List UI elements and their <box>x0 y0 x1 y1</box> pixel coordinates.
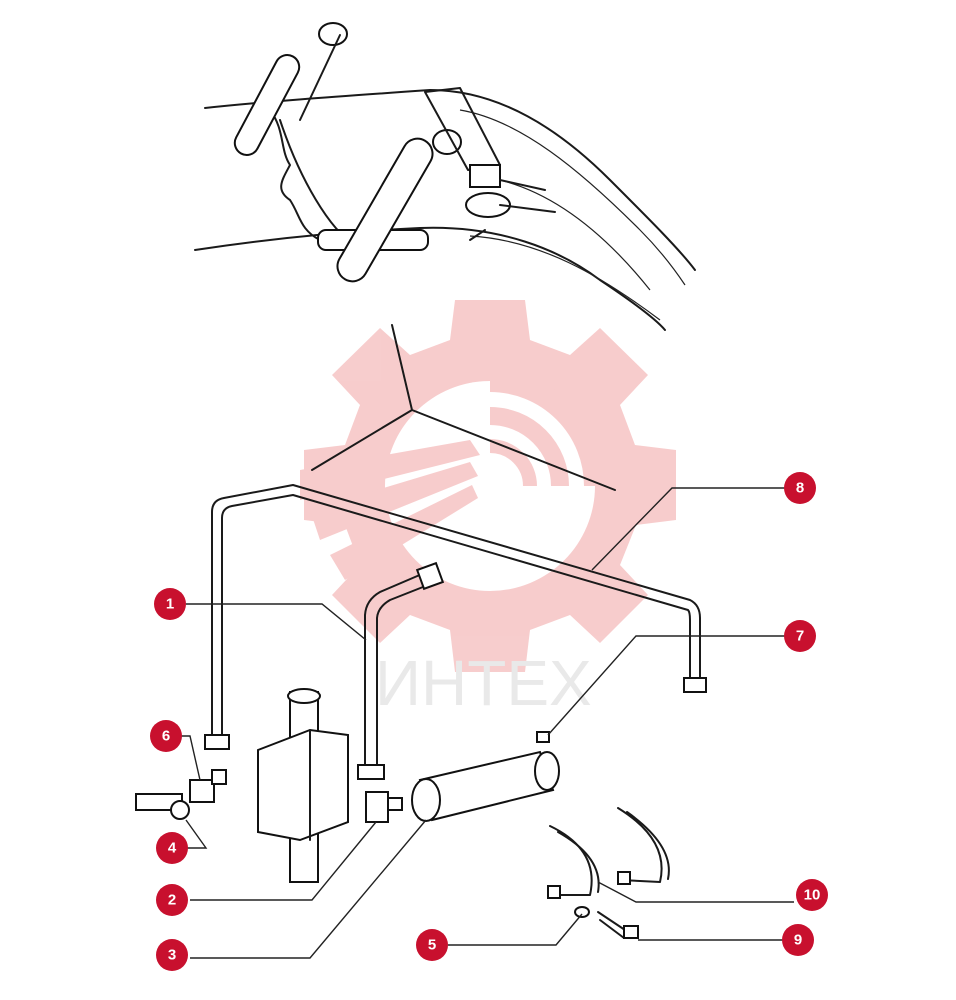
leader-2 <box>190 821 377 901</box>
tractor-frame-drawing <box>194 22 696 331</box>
fittings-4-6 <box>135 769 227 820</box>
callout-label: 3 <box>168 947 176 964</box>
leader-4 <box>180 819 208 849</box>
callout-7[interactable]: 7 <box>784 620 816 652</box>
callout-1[interactable]: 1 <box>154 588 186 620</box>
watermark-gear-icon <box>300 300 676 672</box>
callout-label: 8 <box>796 480 804 497</box>
pipe-8 <box>204 484 707 750</box>
watermark-text: ИНТЕХ <box>375 647 592 719</box>
callout-label: 5 <box>428 937 436 954</box>
callout-label: 9 <box>794 932 802 949</box>
leader-6 <box>180 735 201 781</box>
callout-label: 2 <box>168 892 176 909</box>
leader-1 <box>186 603 367 641</box>
clamp-brackets <box>547 807 670 899</box>
leader-5 <box>448 913 583 946</box>
leader-3 <box>190 819 427 959</box>
indicator-arrow <box>311 324 616 491</box>
callout-label: 1 <box>166 596 174 613</box>
callout-label: 10 <box>804 887 821 904</box>
callout-label: 6 <box>162 728 170 745</box>
callout-label: 4 <box>168 840 177 857</box>
callout-label: 7 <box>796 628 804 645</box>
callout-9[interactable]: 9 <box>782 924 814 956</box>
callout-3[interactable]: 3 <box>156 939 188 971</box>
elbow-fitting <box>365 791 403 823</box>
pipe-1 <box>357 561 445 780</box>
leader-8 <box>591 487 786 571</box>
valve-block <box>257 688 349 883</box>
callout-2[interactable]: 2 <box>156 884 188 916</box>
leader-7 <box>547 635 786 736</box>
callout-4[interactable]: 4 <box>156 832 188 864</box>
bolt-washer <box>574 906 639 939</box>
leader-10 <box>597 881 794 903</box>
filter-canister <box>411 731 560 822</box>
callout-8[interactable]: 8 <box>784 472 816 504</box>
callout-5[interactable]: 5 <box>416 929 448 961</box>
callout-6[interactable]: 6 <box>150 720 182 752</box>
callout-10[interactable]: 10 <box>796 879 828 911</box>
